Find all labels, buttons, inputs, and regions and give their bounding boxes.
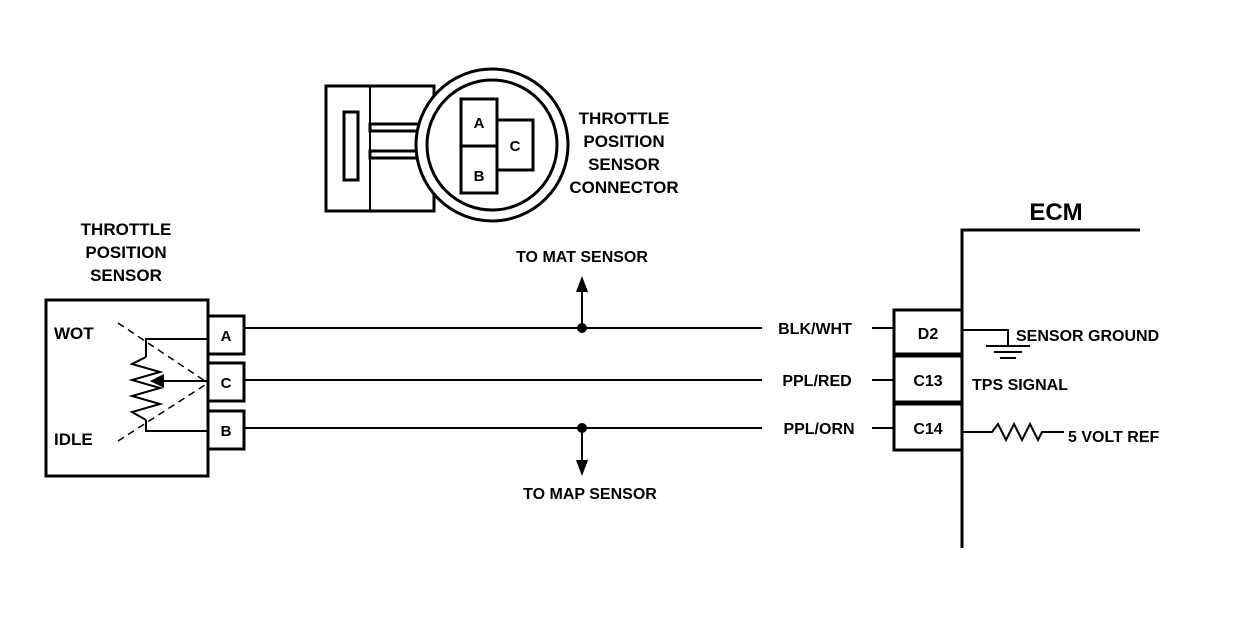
ecm-pin-d2-label: D2	[918, 326, 939, 343]
sensor-pin-a-label: A	[221, 328, 232, 345]
connector-title: THROTTLE POSITION SENSOR CONNECTOR	[569, 109, 678, 197]
sensor-body	[44, 298, 210, 478]
wot-sweep-line	[117, 322, 209, 384]
reference-resistor-icon	[962, 421, 1064, 443]
ecm-pin-c14-label: C14	[913, 421, 942, 438]
mat-sensor-label: TO MAT SENSOR	[516, 249, 648, 266]
sensor-pin-b-label: B	[221, 423, 232, 440]
connector-title-line-2: POSITION	[583, 132, 664, 151]
ecm-pin-c13-box	[892, 354, 964, 404]
harness-wires: BLK/WHT PPL/RED PPL/ORN	[244, 321, 894, 438]
wiper-arrow-icon	[150, 374, 164, 388]
tps-signal-label: TPS SIGNAL	[972, 377, 1068, 394]
ecm-pin-c13-label: C13	[913, 373, 942, 390]
sensor-ground-label: SENSOR GROUND	[1016, 328, 1159, 345]
wire-label-ppl-orn: PPL/ORN	[783, 421, 854, 438]
sensor-pin-b-box	[206, 409, 246, 451]
ecm: ECM D2 C13 C14 SENSOR GROUND TPS SIGNAL …	[892, 199, 1159, 548]
ground-lead	[962, 329, 1009, 346]
map-sensor-label: TO MAP SENSOR	[523, 486, 657, 503]
connector-pin-c-box	[495, 118, 535, 172]
connector-pin-c-label: C	[510, 138, 521, 155]
resistor-icon	[128, 356, 164, 421]
sensor-title-line-3: SENSOR	[90, 266, 162, 285]
five-volt-ref-label: 5 VOLT REF	[1068, 429, 1159, 446]
sensor-title-line-2: POSITION	[85, 243, 166, 262]
connector-title-line-3: SENSOR	[588, 155, 660, 174]
wot-label: WOT	[54, 324, 94, 343]
sensor-pin-c-box	[206, 361, 246, 403]
arrow-up-icon	[576, 276, 588, 292]
connector-pin-a-label: A	[474, 115, 485, 132]
ecm-pin-d2-box	[892, 308, 964, 356]
arrow-down-icon	[576, 460, 588, 476]
sensor-pin-c-label: C	[221, 375, 232, 392]
tps-connector-illustration: A C B	[324, 67, 570, 223]
connector-title-line-1: THROTTLE	[579, 109, 670, 128]
connector-title-line-4: CONNECTOR	[569, 178, 678, 197]
connector-latch	[342, 110, 360, 182]
sensor-title: THROTTLE POSITION SENSOR	[81, 220, 172, 285]
idle-sweep-line	[117, 382, 209, 442]
sensor-internal-a-lead	[145, 338, 208, 357]
sensor-pin-a-box	[206, 314, 246, 356]
mat-sensor-tap: TO MAT SENSOR	[516, 249, 648, 333]
ecm-label: ECM	[1029, 199, 1082, 226]
sensor-title-line-1: THROTTLE	[81, 220, 172, 239]
sensor-internal-b-lead	[145, 420, 208, 432]
wire-label-ppl-red: PPL/RED	[782, 373, 851, 390]
throttle-position-sensor: WOT IDLE A C B	[44, 298, 246, 478]
connector-pin-b-label: B	[474, 168, 485, 185]
idle-label: IDLE	[54, 430, 93, 449]
map-sensor-tap: TO MAP SENSOR	[523, 423, 657, 503]
wire-label-blk-wht: BLK/WHT	[778, 321, 852, 338]
ecm-pin-c14-box	[892, 402, 964, 452]
connector-inner-ring	[425, 78, 559, 212]
